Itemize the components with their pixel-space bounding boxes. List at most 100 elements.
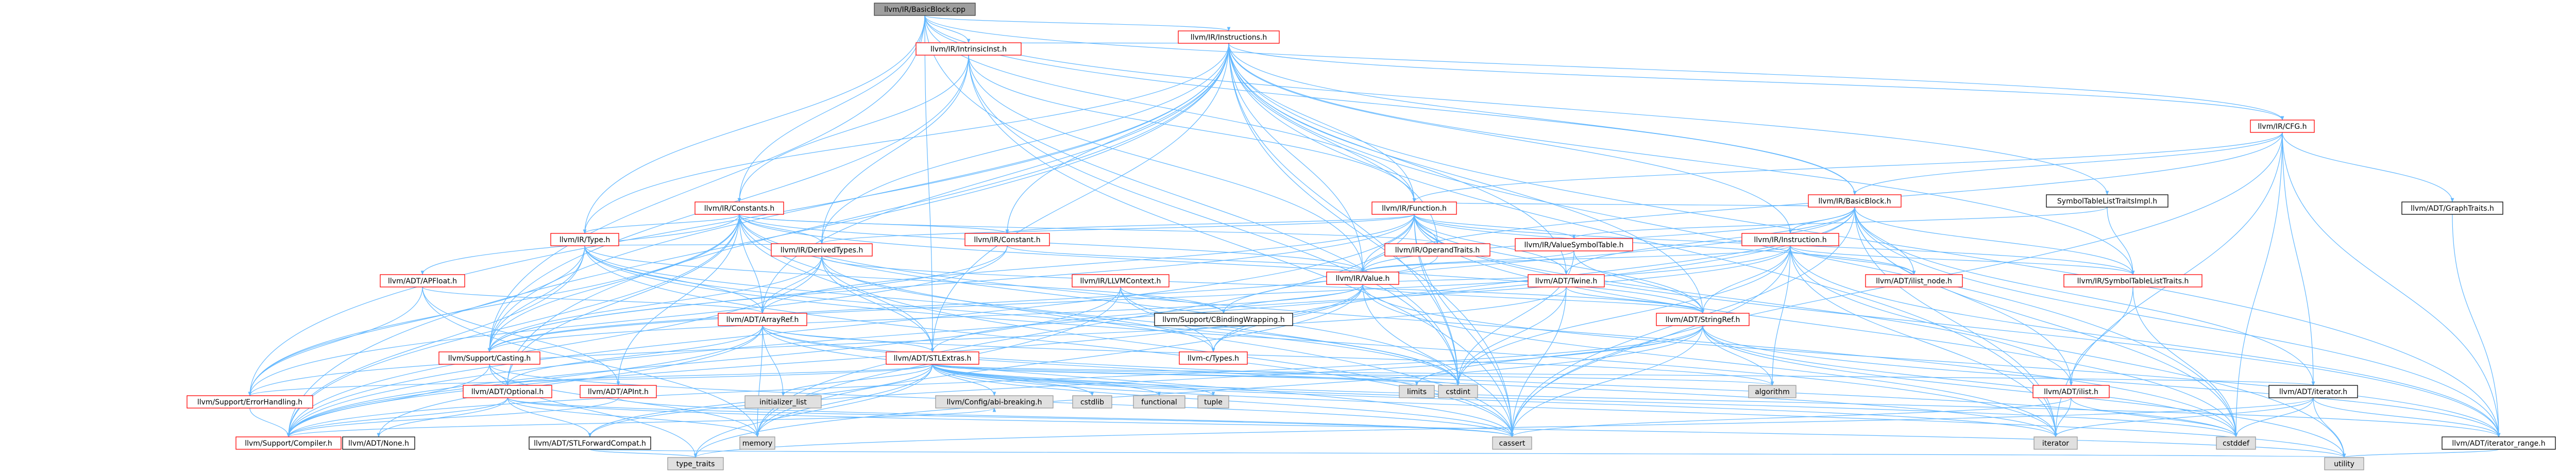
node-label: llvm/ADT/APFloat.h	[388, 277, 457, 285]
edge-basicblock-to-cstddef	[1854, 207, 2238, 437]
node-arrayref[interactable]: llvm/ADT/ArrayRef.h	[718, 313, 807, 326]
node-stlfwd[interactable]: llvm/ADT/STLForwardCompat.h	[529, 436, 651, 450]
node-memory: memory	[739, 436, 775, 450]
edge-function-to-value	[1361, 214, 1415, 273]
edge-stringref-to-typetraits	[693, 325, 1703, 458]
edge-constants-to-cstddef	[739, 214, 2238, 437]
node-box	[463, 385, 552, 398]
node-ilist[interactable]: llvm/ADT/ilist.h	[2032, 385, 2110, 398]
node-constant[interactable]: llvm/IR/Constant.h	[964, 233, 1050, 246]
edge-arrayref-to-algorithm	[762, 325, 1774, 386]
node-layer: llvm/IR/BasicBlock.cpp llvm/IR/IntrinsicI…	[187, 3, 2556, 470]
node-stringref[interactable]: llvm/ADT/StringRef.h	[1656, 313, 1750, 326]
node-none[interactable]: llvm/ADT/None.h	[342, 436, 415, 450]
node-derivedtypes[interactable]: llvm/IR/DerivedTypes.h	[771, 243, 873, 257]
edge-optional-to-none	[377, 397, 508, 437]
node-box	[1492, 436, 1532, 450]
node-label: llvm/ADT/STLForwardCompat.h	[534, 439, 646, 448]
edge-stlextras-to-initlist	[781, 364, 933, 396]
edge-intrinsicinst-to-constants	[737, 55, 969, 202]
node-box	[1326, 272, 1399, 285]
edge-root-to-casting	[487, 15, 925, 352]
node-box	[1384, 243, 1490, 257]
node-valuesymtab[interactable]: llvm/IR/ValueSymbolTable.h	[1515, 238, 1633, 251]
node-label: llvm/IR/LLVMContext.h	[1080, 277, 1161, 285]
edge-optional-to-stlfwd	[507, 397, 592, 437]
node-box	[380, 274, 465, 287]
node-intrinsicinst[interactable]: llvm/IR/IntrinsicInst.h	[916, 42, 1022, 56]
edge-apfloat-to-apint	[422, 286, 620, 386]
node-label: cstdint	[1446, 388, 1470, 396]
edge-instructions-to-cstdint	[1228, 43, 1460, 386]
node-root[interactable]: llvm/IR/BasicBlock.cpp	[874, 3, 976, 16]
node-symtabimpl[interactable]: SymbolTableListTraitsImpl.h	[2046, 194, 2168, 208]
node-stlextras[interactable]: llvm/ADT/STLExtras.h	[886, 351, 979, 365]
node-iteratorh[interactable]: llvm/ADT/iterator.h	[2268, 385, 2358, 398]
edge-stringref-to-cstddef	[1702, 325, 2238, 437]
node-box	[964, 233, 1050, 246]
edge-constants-to-stlextras	[739, 214, 935, 352]
node-errorhandling[interactable]: llvm/Support/ErrorHandling.h	[187, 395, 313, 409]
node-label: llvm/Support/Casting.h	[448, 354, 531, 363]
edge-function-to-derivedtypes	[820, 214, 1415, 244]
node-box	[580, 385, 657, 398]
node-cfg[interactable]: llvm/IR/CFG.h	[2250, 120, 2315, 133]
node-iterrange[interactable]: llvm/ADT/iterator_range.h	[2442, 436, 2556, 450]
edge-instruction-to-algorithm	[1770, 245, 1791, 386]
edge-constants-to-errorhandling	[248, 214, 740, 396]
node-casting[interactable]: llvm/Support/Casting.h	[438, 351, 540, 365]
node-box	[1656, 313, 1750, 326]
edge-compiler-to-configbreak	[288, 408, 996, 437]
node-graphtraits[interactable]: llvm/ADT/GraphTraits.h	[2401, 201, 2503, 215]
edge-derivedtypes-to-stringref	[821, 256, 1705, 314]
node-ctypes[interactable]: llvm-c/Types.h	[1179, 351, 1248, 365]
edge-instructions-to-basicblock	[1228, 43, 1857, 195]
node-value[interactable]: llvm/IR/Value.h	[1326, 272, 1399, 285]
edge-optional-to-compiler	[286, 397, 508, 437]
edge-casting-to-compiler	[286, 364, 490, 437]
node-symtabtraits[interactable]: llvm/IR/SymbolTableListTraits.h	[2063, 274, 2202, 287]
edge-instructions-to-symtabtraits	[1228, 43, 2135, 275]
node-label: llvm/IR/IntrinsicInst.h	[930, 45, 1007, 54]
node-label: llvm/IR/Constants.h	[704, 205, 775, 213]
node-label: tuple	[1204, 398, 1223, 407]
node-functional: functional	[1133, 395, 1185, 409]
node-typetraits: type_traits	[667, 457, 724, 470]
node-function[interactable]: llvm/IR/Function.h	[1371, 201, 1457, 215]
edge-llvmcontext-to-compiler	[286, 286, 1121, 437]
node-instruction[interactable]: llvm/IR/Instruction.h	[1741, 233, 1839, 246]
node-ilistnode[interactable]: llvm/ADT/ilist_node.h	[1865, 274, 1963, 287]
node-optional[interactable]: llvm/ADT/Optional.h	[463, 385, 552, 398]
edge-function-to-arrayref	[760, 214, 1415, 314]
edge-instruction-to-iterrange	[1790, 245, 2501, 437]
node-cbinding[interactable]: llvm/Support/CBindingWrapping.h	[1154, 313, 1293, 326]
node-label: llvm/IR/Instructions.h	[1191, 33, 1267, 42]
edge-root-to-instructions	[924, 15, 1231, 31]
node-llvmcontext[interactable]: llvm/IR/LLVMContext.h	[1072, 274, 1170, 287]
node-apint[interactable]: llvm/ADT/APInt.h	[580, 385, 657, 398]
node-label: cassert	[1499, 439, 1526, 448]
node-label: llvm/IR/BasicBlock.h	[1818, 197, 1891, 206]
edge-stringref-to-algorithm	[1702, 325, 1774, 386]
node-box	[874, 3, 976, 16]
edge-constant-to-value	[1007, 245, 1365, 273]
node-apfloat[interactable]: llvm/ADT/APFloat.h	[380, 274, 465, 287]
edge-instructions-to-cassert	[1228, 43, 1514, 437]
node-label: llvm/IR/CFG.h	[2258, 123, 2307, 131]
node-instructions[interactable]: llvm/IR/Instructions.h	[1178, 30, 1280, 44]
node-box	[2442, 436, 2556, 450]
node-box	[2033, 436, 2078, 450]
node-label: memory	[742, 439, 773, 448]
node-constants[interactable]: llvm/IR/Constants.h	[694, 201, 784, 215]
edge-stlextras-to-iterrange	[932, 364, 2501, 437]
edge-basicblock-to-ilist	[1854, 207, 2073, 386]
node-label: llvm/IR/DerivedTypes.h	[781, 246, 863, 255]
node-label: llvm/Config/abi-breaking.h	[946, 398, 1042, 407]
node-label: llvm/IR/Value.h	[1336, 275, 1390, 283]
node-basicblock[interactable]: llvm/IR/BasicBlock.h	[1808, 194, 1902, 208]
node-compiler[interactable]: llvm/Support/Compiler.h	[235, 436, 342, 450]
node-operandtraits[interactable]: llvm/IR/OperandTraits.h	[1384, 243, 1490, 257]
node-type[interactable]: llvm/IR/Type.h	[550, 233, 619, 246]
node-label: SymbolTableListTraitsImpl.h	[2057, 197, 2157, 206]
node-twine[interactable]: llvm/ADT/Twine.h	[1528, 274, 1605, 287]
